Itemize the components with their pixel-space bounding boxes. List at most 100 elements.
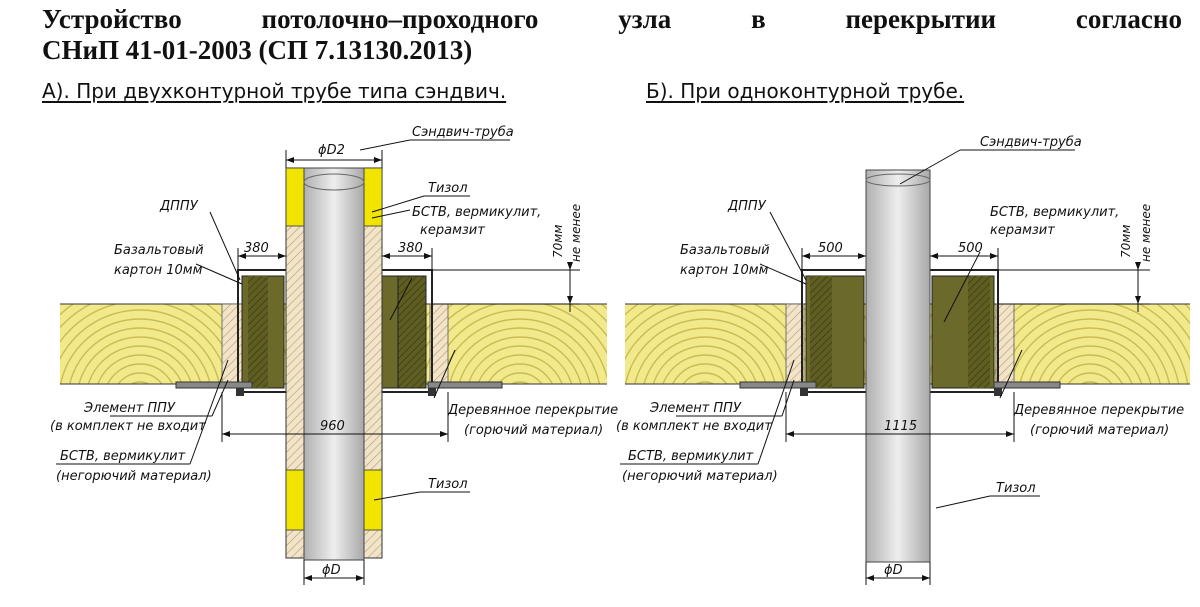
- label-ne-menee: не менее: [569, 204, 583, 262]
- tizol-insert: [363, 469, 383, 531]
- title-word: согласно: [1075, 4, 1182, 34]
- wood-grain-ring: [78, 336, 202, 384]
- label-keramzit: керамзит: [990, 223, 1055, 238]
- title-word: перекрытии: [845, 4, 997, 34]
- wood-grain-ring: [449, 327, 591, 384]
- wood-grain-ring: [891, 304, 918, 384]
- label-basalt2: картон 10мм: [680, 263, 769, 278]
- inner-pipe: [303, 167, 365, 561]
- wood-grain-ring: [497, 372, 543, 384]
- label-tizol: Тизол: [428, 181, 468, 196]
- wood-grain-ring: [695, 381, 715, 384]
- diagram-a: [56, 139, 607, 585]
- basalt-block: [397, 275, 427, 389]
- diagram-b: [620, 149, 1190, 585]
- label-ppu2: (в комплект не входит: [616, 419, 772, 434]
- wood-grain-ring: [60, 309, 230, 384]
- label-bstv-bottom2: (негорючий материал): [56, 469, 212, 484]
- page-title: Устройство потолочно–проходного узла в п…: [42, 4, 1182, 66]
- label-basalt1: Базальтовый: [680, 243, 770, 258]
- title-line2: СНиП 41-01-2003 (СП 7.13130.2013): [42, 35, 473, 65]
- wood-grain-ring: [1000, 309, 1180, 384]
- label-tizol-bottom: Тизол: [428, 477, 468, 492]
- label-basalt1: Базальтовый: [114, 243, 204, 258]
- wood-grain-ring: [643, 336, 767, 384]
- wood-grain-ring: [430, 309, 607, 384]
- label-70mm: 70мм: [1119, 225, 1133, 258]
- label-dim-left: 500: [818, 241, 843, 256]
- label-dim-right: 500: [958, 241, 983, 256]
- wood-grain-ring: [877, 304, 904, 384]
- wood-grain-ring: [246, 304, 284, 384]
- wood-grain-ring: [682, 372, 728, 384]
- label-dppu: ДППУ: [727, 199, 767, 214]
- wood-grain-ring: [634, 327, 776, 384]
- tizol-insert: [285, 469, 305, 531]
- wood-grain-ring: [671, 363, 739, 384]
- label-wood1: Деревянное перекрытие: [1013, 403, 1184, 418]
- label-dim-total: 1115: [884, 419, 917, 434]
- wood-grain-ring: [458, 336, 582, 384]
- label-d2: ϕD2: [318, 143, 345, 158]
- basalt-block: [248, 276, 268, 388]
- wood-grain-ring: [331, 304, 359, 384]
- label-dim-total: 960: [320, 419, 345, 434]
- wood-grain-ring: [625, 318, 786, 384]
- basalt-block: [810, 276, 832, 388]
- dimension-lines-b: [620, 149, 1150, 585]
- wood-grain-ring: [510, 381, 530, 384]
- wood-grain-ring: [625, 309, 795, 384]
- wood-grain-ring: [1080, 381, 1100, 384]
- wood-grain-ring: [910, 304, 939, 384]
- wood-grain-ring: [1019, 327, 1161, 384]
- dimension-arrows-a: [222, 157, 573, 581]
- wood-grain-ring: [901, 304, 929, 384]
- subtitle-b: Б). При одноконтурной трубе.: [646, 79, 965, 103]
- wood-floor-b: [625, 304, 1190, 384]
- label-dppu: ДППУ: [159, 199, 199, 214]
- wood-grain-ring: [652, 345, 758, 384]
- label-d: ϕD: [322, 563, 341, 578]
- label-d: ϕD: [884, 563, 903, 578]
- label-ppu2: (в комплект не входит: [50, 419, 206, 434]
- wood-grain-ring: [1047, 354, 1133, 384]
- label-keramzit: керамзит: [420, 223, 485, 238]
- wood-grain-ring: [477, 354, 563, 384]
- tizol-insert: [285, 167, 305, 227]
- label-dim-left: 380: [244, 241, 269, 256]
- dimension-arrows-b: [786, 253, 1141, 581]
- wood-grain-ring: [662, 354, 748, 384]
- label-tizol-bottom: Тизол: [996, 481, 1036, 496]
- wood-grain-ring: [1037, 345, 1143, 384]
- wood-grain-ring: [1067, 372, 1113, 384]
- wood-grain-ring: [60, 318, 221, 384]
- label-bstv-bottom2: (негорючий материал): [622, 469, 778, 484]
- label-ne-menee: не менее: [1139, 204, 1153, 262]
- wood-grain-ring: [69, 327, 211, 384]
- label-70mm: 70мм: [551, 225, 565, 258]
- wood-grain-ring: [130, 381, 150, 384]
- wood-grain-ring: [486, 363, 554, 384]
- label-dim-right: 380: [398, 241, 423, 256]
- wood-grain-ring: [439, 318, 601, 384]
- wood-grain-ring: [106, 363, 174, 384]
- title-word: Устройство: [42, 4, 182, 34]
- label-bstv: БСТВ, вермикулит,: [990, 205, 1119, 220]
- label-wood2: (горючий материал): [464, 423, 603, 438]
- basalt-block: [379, 275, 399, 389]
- single-pipe: [865, 169, 931, 563]
- wood-grain-ring: [1056, 363, 1124, 384]
- basalt-block: [968, 276, 990, 388]
- subtitle-a: А). При двухконтурной трубе типа сэндвич…: [42, 79, 507, 103]
- label-wood1: Деревянное перекрытие: [447, 403, 618, 418]
- title-word: в: [751, 4, 766, 34]
- label-sandwich-pipe: Сэндвич-труба: [980, 135, 1082, 150]
- wood-grain-ring: [1009, 318, 1171, 384]
- wood-grain-ring: [117, 372, 163, 384]
- title-word: узла: [618, 4, 672, 34]
- label-wood2: (горючий материал): [1030, 423, 1169, 438]
- label-ppu1: Элемент ППУ: [83, 401, 176, 416]
- label-sandwich-pipe: Сэндвич-труба: [412, 125, 514, 140]
- wood-grain-ring: [97, 354, 183, 384]
